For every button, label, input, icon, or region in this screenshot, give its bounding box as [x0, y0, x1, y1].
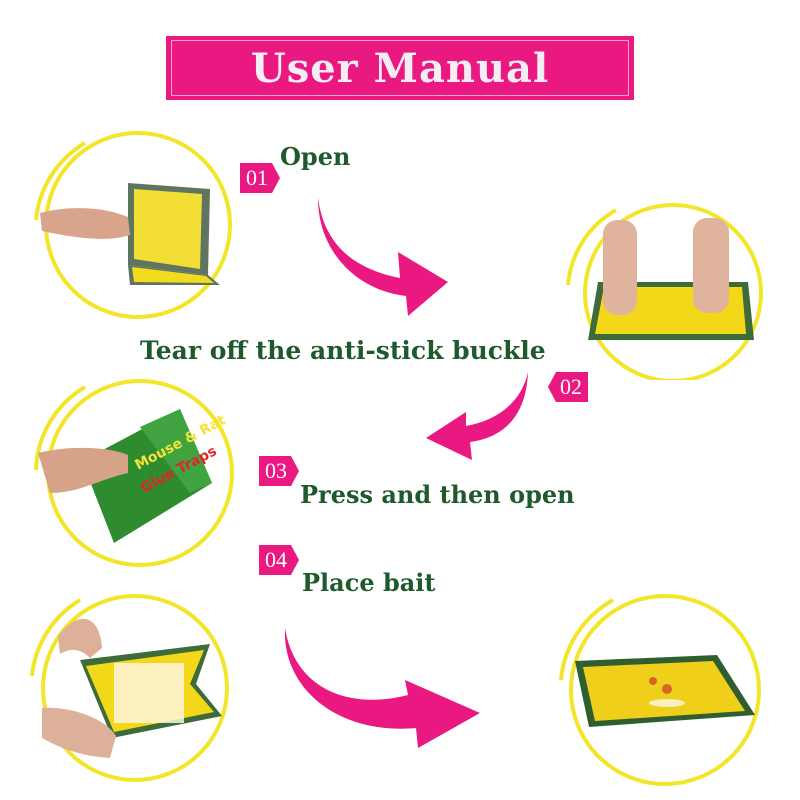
curved-arrow-icon [284, 628, 480, 748]
yellow-ring-icon [559, 594, 761, 786]
step-label-03: Press and then open [300, 480, 575, 509]
yellow-ring-icon [566, 203, 763, 380]
step-badge-02: 02 [548, 372, 588, 402]
curved-arrow-icon [426, 372, 528, 460]
step-label-04: Place bait [302, 568, 436, 597]
yellow-ring-icon [34, 131, 232, 319]
photo-open-trap [30, 125, 240, 325]
yellow-ring-icon [30, 594, 229, 782]
step-badge-03: 03 [259, 456, 299, 486]
title-banner: User Manual [166, 36, 634, 100]
yellow-ring-icon: Mouse & Rat Glue Traps [34, 379, 234, 567]
step-label-01: Open [280, 142, 351, 171]
photo-baited-trap [555, 585, 775, 790]
photo-tear-buckle [558, 190, 788, 380]
step-badge-04: 04 [259, 545, 299, 575]
step-badge-01: 01 [240, 163, 280, 193]
photo-pull-apart [30, 588, 240, 788]
title-banner-border: User Manual [171, 40, 629, 96]
curved-arrow-icon [318, 198, 448, 316]
photo-press-package: Mouse & Rat Glue Traps [30, 375, 250, 570]
step-label-02: Tear off the anti-stick buckle [140, 336, 546, 365]
page-title: User Manual [250, 44, 550, 92]
